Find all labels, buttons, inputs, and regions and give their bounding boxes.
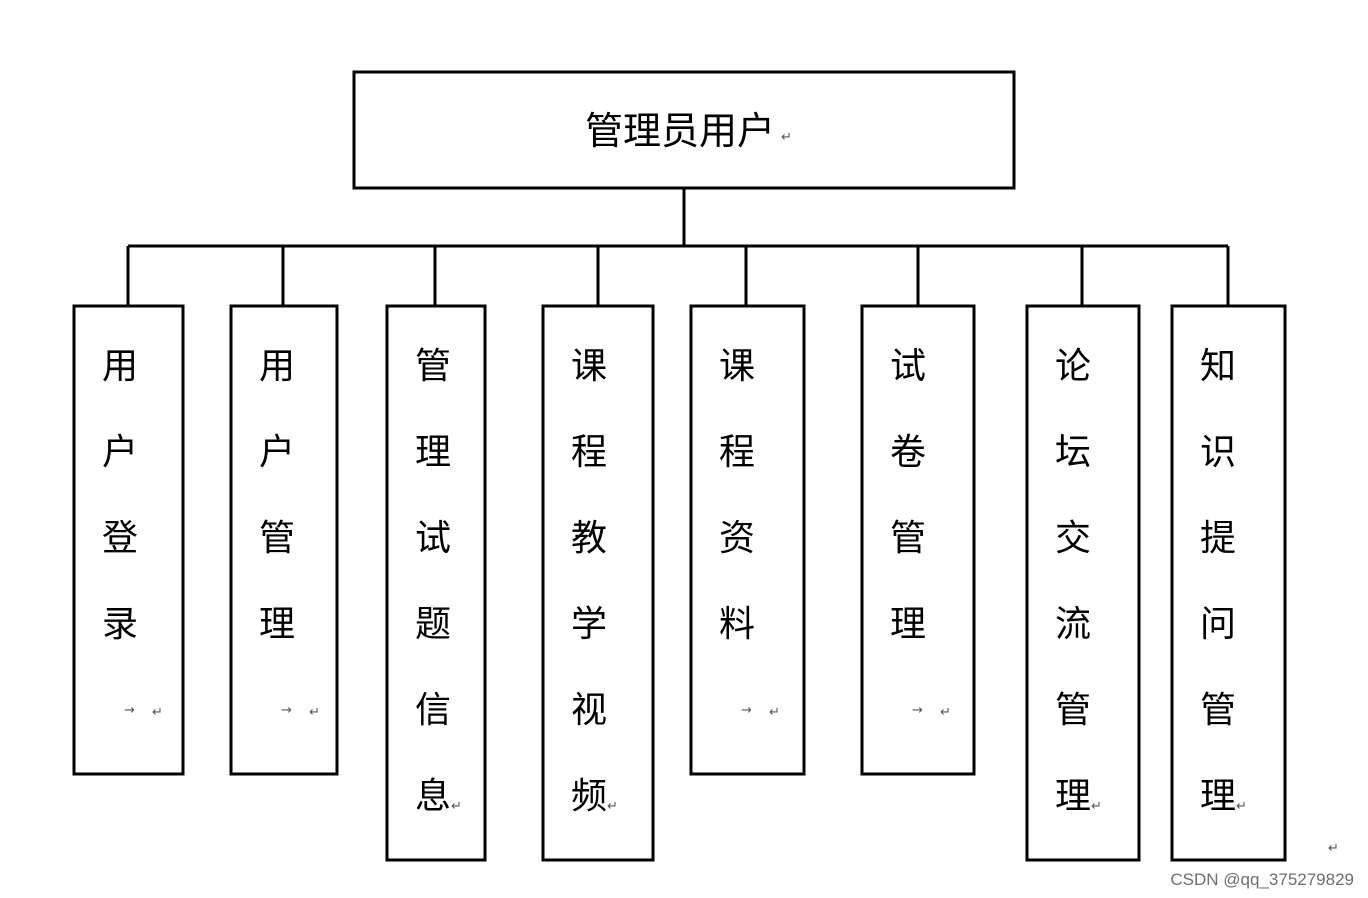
root-paragraph-mark: ↵ xyxy=(781,130,792,145)
node-label-char: 料 xyxy=(719,604,755,645)
paragraph-mark: ↵ xyxy=(940,705,951,720)
node-label-char: 户 xyxy=(259,432,295,473)
node-label-char: 信 xyxy=(415,690,451,731)
node-box xyxy=(541,304,655,862)
node-label-char: 学 xyxy=(571,604,607,645)
node-label-char: 课 xyxy=(719,346,755,387)
tab-mark: → xyxy=(912,703,923,718)
node-label-char: 资 xyxy=(719,518,755,559)
node-label-char: 息 xyxy=(415,776,451,817)
node-box xyxy=(860,304,976,776)
node-label-char: 卷 xyxy=(890,432,926,473)
node-label-char: 试 xyxy=(415,518,451,559)
node-label-char: 理 xyxy=(1055,776,1091,817)
node-label-char: 视 xyxy=(571,690,607,731)
tab-mark: → xyxy=(741,703,752,718)
child-nodes: 用户登录→↵用户管理→↵管理试题信息↵课程教学视频↵课程资料→↵试卷管理→↵论坛… xyxy=(72,304,1287,862)
node-label-char: 知 xyxy=(1200,346,1236,387)
node-label-char: 问 xyxy=(1200,604,1236,645)
node-label-char: 坛 xyxy=(1055,432,1091,473)
node-label-char: 频 xyxy=(571,776,607,817)
node-label-char: 理 xyxy=(1200,776,1236,817)
node-label-char: 管 xyxy=(1055,690,1091,731)
node-label-char: 理 xyxy=(890,604,926,645)
node-label-char: 教 xyxy=(571,518,607,559)
node-label-char: 管 xyxy=(890,518,926,559)
node-label-char: 流 xyxy=(1055,604,1091,645)
node-label-char: 管 xyxy=(415,346,451,387)
node-box xyxy=(229,304,339,776)
paragraph-mark: ↵ xyxy=(451,799,462,814)
watermark: CSDN @qq_375279829 xyxy=(1170,870,1354,889)
node-box xyxy=(72,304,185,776)
node-label-char: 录 xyxy=(102,604,138,645)
paragraph-mark: ↵ xyxy=(1236,799,1247,814)
connector-lines xyxy=(126,188,1230,306)
root-node: 管理员用户 ↵ xyxy=(352,70,1016,190)
node-label-char: 交 xyxy=(1055,518,1091,559)
node-label-char: 程 xyxy=(571,432,607,473)
paragraph-mark: ↵ xyxy=(607,799,618,814)
node-label-char: 管 xyxy=(1200,690,1236,731)
node-label-char: 程 xyxy=(719,432,755,473)
node-label-char: 用 xyxy=(259,346,295,387)
root-box xyxy=(352,70,1016,190)
node-box xyxy=(1025,304,1141,862)
node-label-char: 试 xyxy=(890,346,926,387)
node-label-char: 登 xyxy=(102,518,138,559)
node-label-char: 用 xyxy=(102,346,138,387)
node-label-char: 管 xyxy=(259,518,295,559)
tab-mark: → xyxy=(281,703,292,718)
paragraph-mark: ↵ xyxy=(152,705,163,720)
node-label-char: 题 xyxy=(415,604,451,645)
node-label-char: 户 xyxy=(102,432,138,473)
node-label-char: 课 xyxy=(571,346,607,387)
node-label-char: 论 xyxy=(1055,346,1091,387)
node-label-char: 理 xyxy=(415,432,451,473)
tab-mark: → xyxy=(124,703,135,718)
root-label: 管理员用户 xyxy=(585,109,775,153)
node-box xyxy=(1170,304,1287,862)
page-paragraph-mark: ↵ xyxy=(1328,841,1339,856)
node-label-char: 理 xyxy=(259,604,295,645)
paragraph-mark: ↵ xyxy=(769,705,780,720)
paragraph-mark: ↵ xyxy=(1091,799,1102,814)
node-box xyxy=(385,304,487,862)
node-box xyxy=(689,304,806,776)
node-label-char: 识 xyxy=(1200,432,1236,473)
node-label-char: 提 xyxy=(1200,518,1236,559)
paragraph-mark: ↵ xyxy=(309,705,320,720)
